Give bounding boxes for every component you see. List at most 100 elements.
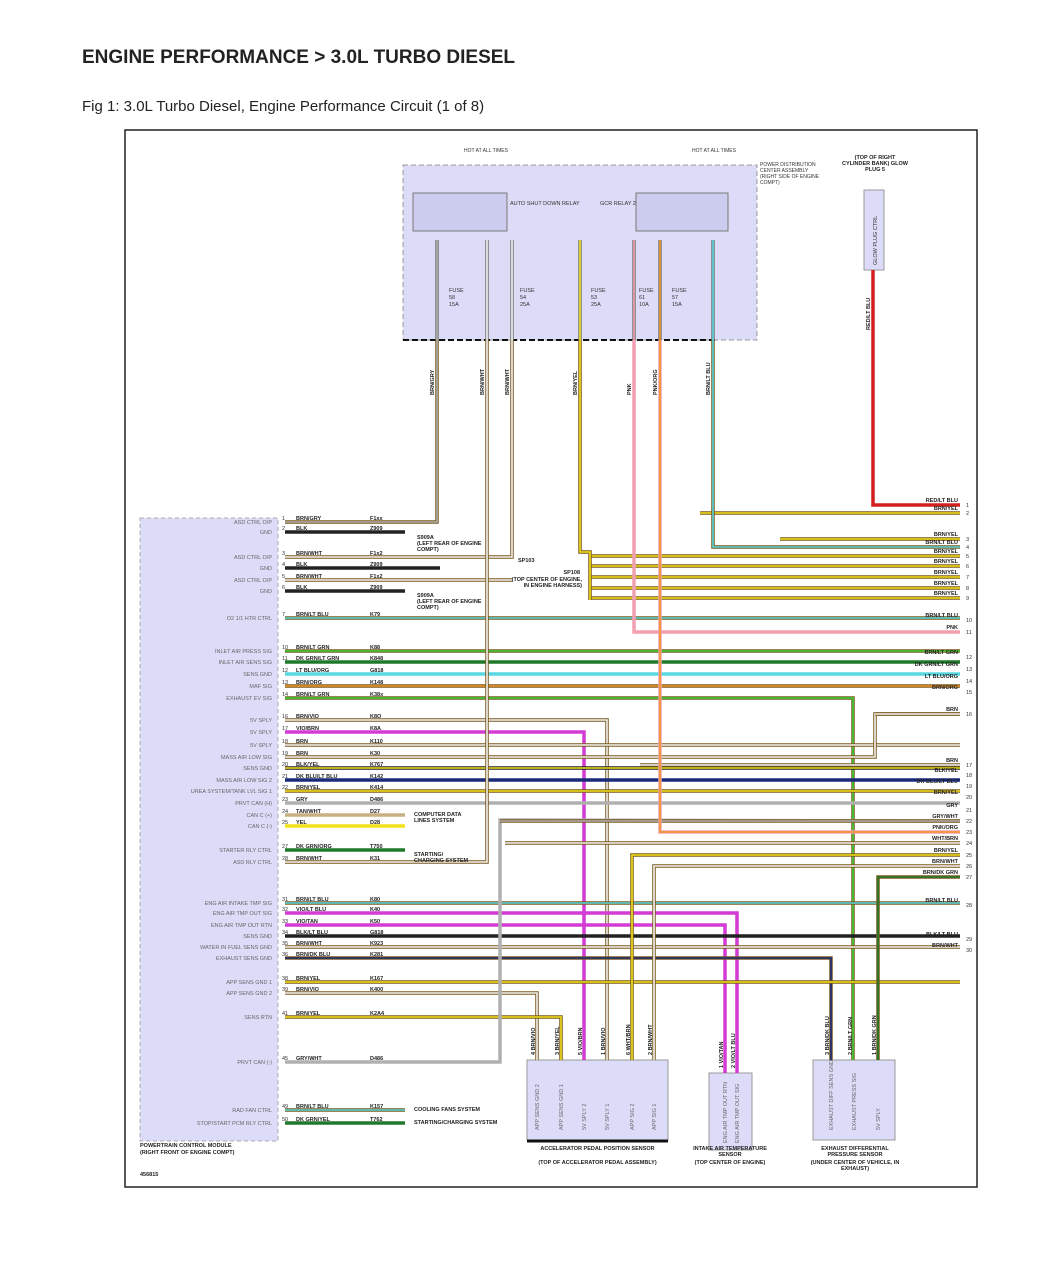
right-pin-number: 10 (966, 618, 972, 624)
pcm-wire-color: BLK (296, 562, 307, 568)
pcm-wire-color: DK BLU/LT BLU (296, 774, 337, 780)
pcm-wire-color: BRN/ORG (296, 680, 322, 686)
pcm-wire-color: BRN/WHT (296, 941, 323, 947)
pcm-pin-number: 7 (282, 612, 285, 618)
pcm-wire-14-stripe (285, 697, 854, 1060)
pcm-wire-color: BRN/GRY (296, 516, 321, 522)
right-wire-color: BRN/YEL (934, 790, 959, 796)
right-wire-color: BRN/ORG (932, 685, 958, 691)
pcm-wire-color: BRN/YEL (296, 976, 321, 982)
right-wire-color: WHT/BRN (932, 836, 958, 842)
pcm-wire-color: BRN/LT GRN (296, 692, 330, 698)
pcm-circuit-id: T750 (370, 844, 383, 850)
splice-location: (LEFT REAR OF ENGINE COMPT) (417, 541, 482, 553)
pcm-pin-number: 2 (282, 526, 285, 532)
pcm-pin-number: 19 (282, 751, 288, 757)
pcm-circuit-id: D27 (370, 809, 380, 815)
pcm-circuit-id: K400 (370, 987, 383, 993)
sensor-pin-wire: 2 BRN/LT GRN (848, 1017, 854, 1055)
right-connector-wire-27-stripe (877, 876, 960, 1060)
pcm-pin-function: GND (260, 530, 272, 536)
pcm-pin-number: 49 (282, 1104, 288, 1110)
right-connector-wire-1 (871, 270, 960, 507)
fuse-rating: 15A (449, 302, 459, 308)
pcm-box (139, 517, 279, 1142)
right-wire-color: DK BLU/LT BLU (917, 779, 958, 785)
splice-s909a: S909A (417, 535, 434, 541)
fuse-label: FUSE (672, 288, 687, 294)
pcm-wire-1-stripe (285, 340, 438, 523)
fuse-number: 53 (591, 295, 597, 301)
pcm-circuit-id: K50 (370, 919, 380, 925)
right-connector-wire-1-stripe (872, 270, 960, 506)
iat-box (708, 1072, 753, 1151)
pcm-pin-function: ENG AIR TMP OUT SIG (213, 911, 272, 917)
pcm-pin-function: GND (260, 566, 272, 572)
pcm-pin-function: INLET AIR SENS SIG (219, 660, 272, 666)
glow-plug-wire-label: RED/LT BLU (866, 298, 872, 330)
pcm-pin-number: 32 (282, 907, 288, 913)
pcm-wire-color: BRN/DK BLU (296, 952, 330, 958)
pcm-wire-color: BRN/VIO (296, 714, 320, 720)
pdc-output-wire-label: BRN/WHT (480, 368, 486, 395)
pcm-pin-function: MASS AIR LOW SIG (221, 755, 272, 761)
sensor-pin-function: EXHAUST DIFF SENS GND (829, 1060, 835, 1130)
asd-relay (412, 192, 508, 232)
pcm-pin-function: STOP/START PCM RLY CTRL (197, 1121, 272, 1127)
pcm-wire-14 (285, 696, 855, 1060)
pcm-wire-3-outer (285, 340, 514, 559)
sensor-pin-wire: 2 BRN/WHT (648, 1024, 654, 1055)
sensor-pin-function: APP SIG 1 (652, 1104, 658, 1131)
right-wire-color: PNK (946, 625, 958, 631)
right-pin-number: 6 (966, 564, 969, 570)
pcm-wire-color: LT BLU/ORG (296, 668, 329, 674)
pcm-pin-number: 5 (282, 574, 285, 580)
pcm-pin-function: EXHAUST SENS GND (216, 956, 272, 962)
sensor-location: (UNDER CENTER OF VEHICLE, IN EXHAUST) (810, 1160, 900, 1172)
pcm-circuit-id: Z909 (370, 585, 383, 591)
right-pin-number: 25 (966, 853, 972, 859)
right-pin-number: 11 (966, 630, 972, 636)
right-connector-wire-4 (711, 340, 960, 549)
edp-box (812, 1059, 896, 1141)
pcm-pin-function: PRVT CAN (H) (235, 801, 272, 807)
pcm-wire-17 (285, 730, 586, 1060)
pcm-wire-color: VIO/TAN (296, 919, 318, 925)
right-pin-number: 9 (966, 596, 969, 602)
pcm-wire-color: BLK/YEL (296, 762, 320, 768)
pcm-pin-function: APP SENS GND 1 (226, 980, 272, 986)
sensor-location: (TOP OF ACCELERATOR PEDAL ASSEMBLY) (538, 1160, 657, 1166)
right-wire-color: RED/LT BLU (926, 498, 958, 504)
fuse-label: FUSE (639, 288, 654, 294)
fuse-number: 58 (449, 295, 455, 301)
pcm-circuit-id: K79 (370, 612, 380, 618)
right-wire-color: BRN/YEL (934, 591, 959, 597)
right-wire-color: GRY/WHT (932, 814, 958, 820)
pcm-circuit-id: K38x (370, 692, 384, 698)
right-pin-number: 27 (966, 875, 972, 881)
pcm-wire-color: BLK (296, 526, 307, 532)
pcm-pin-function: CAN C (+) (246, 813, 272, 819)
pcm-wire-39 (285, 991, 539, 1060)
right-connector-wire-1-outer (871, 270, 960, 507)
pcm-pin-function: RAD FAN CTRL (232, 1108, 272, 1114)
pcm-wire-41-outer (285, 1015, 563, 1060)
pcm-wire-color: TAN/WHT (296, 809, 322, 815)
pcm-circuit-id: Z909 (370, 526, 383, 532)
pcm-wire-color: BRN (296, 751, 308, 757)
pcm-pin-function: MAF SIG (249, 684, 272, 690)
computer-data-lines-arrow: COMPUTER DATA LINES SYSTEM (414, 812, 462, 824)
fuse-number: 61 (639, 295, 645, 301)
splice-sp103: SP103 (518, 558, 535, 564)
pcm-pin-function: ASD CTRL O/P (234, 520, 272, 526)
right-pin-number: 24 (966, 841, 972, 847)
pcm-pin-number: 50 (282, 1117, 288, 1123)
right-wire-color: BRN/DK GRN (923, 870, 958, 876)
splice-s909a-2: S909A (417, 593, 434, 599)
pcm-pin-number: 4 (282, 562, 285, 568)
sensor-pin-wire: 1 BRN/VIO (601, 1027, 607, 1055)
right-pin-number: 20 (966, 795, 972, 801)
right-pin-number: 15 (966, 690, 972, 696)
pcm-circuit-id: T762 (370, 1117, 383, 1123)
right-pin-number: 3 (966, 537, 969, 543)
